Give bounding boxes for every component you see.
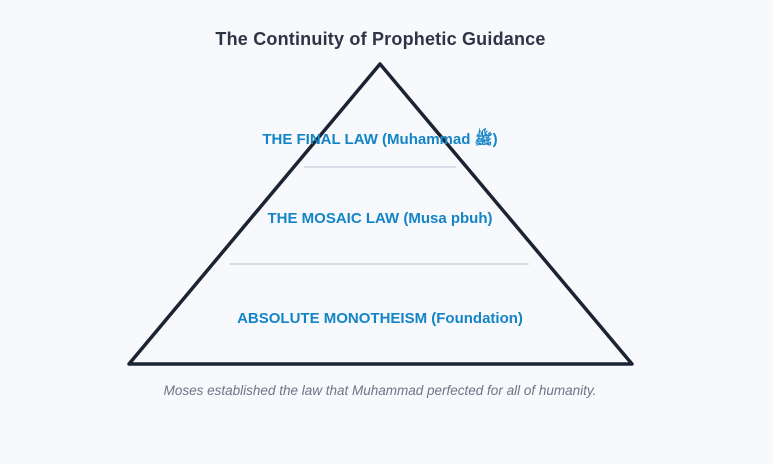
pyramid-outline xyxy=(127,62,634,366)
diagram-title: The Continuity of Prophetic Guidance xyxy=(215,29,546,49)
pyramid-level-foundation: ABSOLUTE MONOTHEISM (Foundation) xyxy=(237,310,523,327)
diagram-caption: Moses established the law that Muhammad … xyxy=(163,383,597,398)
pyramid-level-mosaic-law: THE MOSAIC LAW (Musa pbuh) xyxy=(267,210,493,227)
pyramid-level-final-law: THE FINAL LAW (Muhammad ﷺ) xyxy=(262,131,498,148)
